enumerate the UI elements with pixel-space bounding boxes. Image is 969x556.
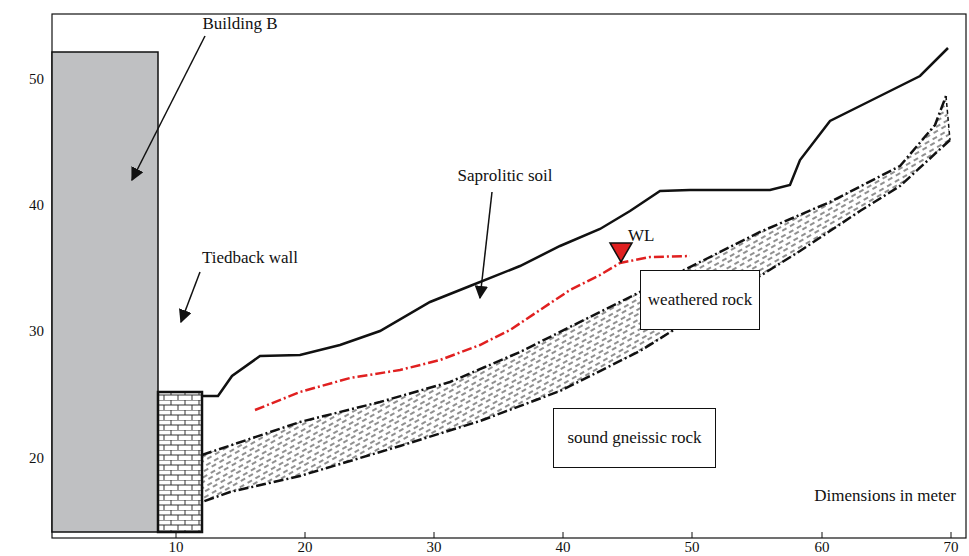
rock-boundary: [202, 96, 946, 455]
ground-surface: [202, 48, 948, 396]
tiedback-wall: [158, 392, 202, 532]
weathered-rock-zone: [202, 96, 950, 502]
label-box: weathered rock: [640, 270, 760, 330]
label-box: sound gneissic rock: [553, 408, 716, 468]
callout-label: Saprolitic soil: [458, 166, 553, 185]
axis-ticks: [52, 80, 951, 538]
callout-label: Building B: [202, 14, 277, 33]
water-level-symbol: [610, 243, 632, 262]
box-text: sound gneissic rock: [567, 428, 701, 448]
callout-label: Tiedback wall: [202, 248, 298, 267]
building: [52, 52, 158, 532]
water-level-label: WL: [628, 226, 654, 245]
water-table: [255, 256, 690, 410]
plot-frame: [52, 14, 966, 538]
axis-value: 40: [29, 197, 44, 213]
axis-value: 10: [169, 539, 184, 555]
axis-value: 30: [29, 323, 44, 339]
leader-line: [132, 36, 205, 180]
leader-line: [480, 192, 492, 298]
box-text: weathered rock: [648, 290, 752, 310]
axis-value: 70: [944, 539, 959, 555]
leader-line: [181, 272, 200, 322]
axis-value: 50: [685, 539, 700, 555]
rock-boundary: [946, 96, 950, 140]
axis-value: 40: [556, 539, 571, 555]
rock-boundary: [202, 140, 950, 502]
axis-value: 20: [29, 450, 44, 466]
axis-value: 30: [427, 539, 442, 555]
axis-value: 50: [29, 71, 44, 87]
axis-value: 20: [298, 539, 313, 555]
dimension-note: Dimensions in meter: [814, 486, 956, 505]
axis-value: 60: [815, 539, 830, 555]
